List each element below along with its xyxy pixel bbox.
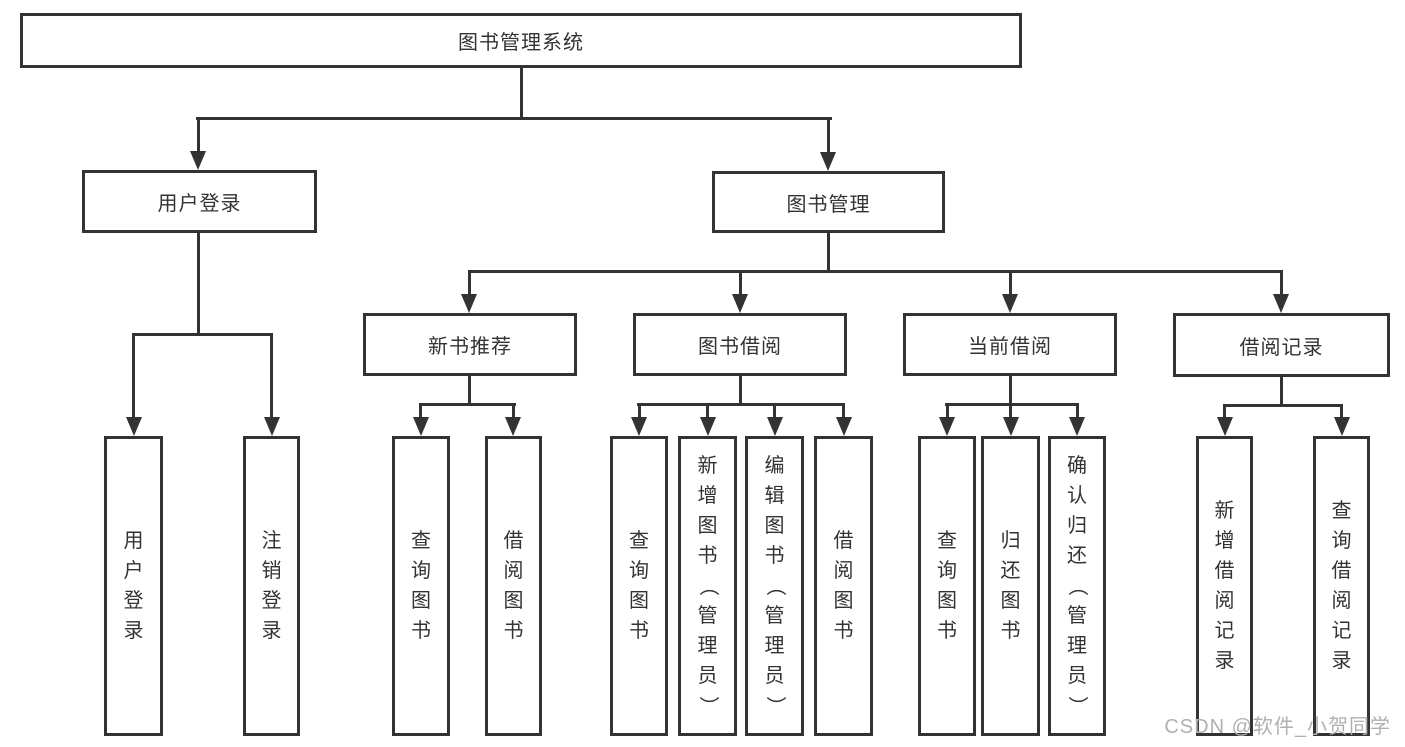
connector-line (512, 403, 515, 417)
connector-line (196, 117, 832, 120)
node-label: 用户登录 (123, 530, 144, 642)
connector-line (773, 403, 776, 417)
connector-line (842, 403, 845, 417)
node-label: 借阅图书 (503, 530, 524, 642)
node-current-borrow: 当前借阅 (903, 313, 1117, 376)
connector-line (468, 270, 471, 294)
arrow-down-icon (836, 417, 852, 436)
node-user-login: 用户登录 (82, 170, 317, 233)
connector-line (1009, 376, 1012, 405)
node-label: 查询借阅记录 (1331, 500, 1352, 672)
connector-line (739, 376, 742, 405)
leaf-recommend-query-books: 查询图书 (392, 436, 450, 736)
arrow-down-icon (700, 417, 716, 436)
arrow-down-icon (126, 417, 142, 436)
arrow-down-icon (732, 294, 748, 313)
arrow-down-icon (190, 151, 206, 170)
connector-line (270, 333, 273, 417)
node-label: 注销登录 (261, 530, 282, 642)
connector-line (1280, 377, 1283, 406)
node-book-borrow: 图书借阅 (633, 313, 847, 376)
connector-line (197, 233, 200, 336)
leaf-add-borrow-record: 新增借阅记录 (1196, 436, 1253, 736)
connector-line (827, 117, 830, 152)
arrow-down-icon (1334, 417, 1350, 436)
node-label: 查询图书 (629, 530, 649, 642)
arrow-down-icon (939, 417, 955, 436)
arrow-down-icon (505, 417, 521, 436)
leaf-return-books: 归还图书 (981, 436, 1040, 736)
node-label: 图书管理 (786, 193, 871, 216)
arrow-down-icon (1002, 294, 1018, 313)
node-label: 新增图书（管理员） (696, 455, 719, 716)
connector-line (520, 68, 523, 118)
connector-line (706, 403, 709, 417)
connector-line (739, 270, 742, 294)
leaf-edit-books-admin: 编辑图书（管理员） (745, 436, 804, 736)
connector-line (132, 333, 135, 417)
connector-line (1223, 404, 1343, 407)
arrow-down-icon (631, 417, 647, 436)
connector-line (945, 403, 1079, 406)
node-label: 用户登录 (157, 193, 242, 215)
node-label: 借阅记录 (1239, 336, 1324, 359)
node-borrow-records: 借阅记录 (1173, 313, 1390, 377)
leaf-recommend-borrow-books: 借阅图书 (485, 436, 542, 736)
node-label: 查询图书 (937, 530, 957, 642)
node-label: 归还图书 (1000, 530, 1021, 642)
connector-line (1076, 403, 1079, 417)
node-label: 当前借阅 (968, 336, 1052, 358)
connector-line (197, 117, 200, 151)
connector-line (1009, 403, 1012, 417)
arrow-down-icon (820, 152, 836, 171)
leaf-query-borrow-record: 查询借阅记录 (1313, 436, 1370, 736)
connector-line (827, 233, 830, 273)
connector-line (1340, 404, 1343, 417)
node-label: 新增借阅记录 (1214, 500, 1235, 672)
arrow-down-icon (767, 417, 783, 436)
arrow-down-icon (264, 417, 280, 436)
csdn-watermark: CSDN @软件_小贺同学 (1164, 716, 1391, 738)
leaf-current-query-books: 查询图书 (918, 436, 976, 736)
node-book-management: 图书管理 (712, 171, 945, 233)
node-label: 新书推荐 (428, 336, 512, 358)
connector-line (946, 403, 949, 417)
connector-line (419, 403, 422, 417)
node-library-management-system: 图书管理系统 (20, 13, 1022, 68)
connector-line (468, 376, 471, 405)
connector-line (419, 403, 516, 406)
node-label: 确认归还（管理员） (1066, 455, 1088, 716)
connector-line (1280, 270, 1283, 294)
arrow-down-icon (413, 417, 429, 436)
connector-line (1223, 404, 1226, 417)
leaf-logout-login: 注销登录 (243, 436, 300, 736)
node-label: 借阅图书 (833, 530, 854, 642)
connector-line (638, 403, 641, 417)
leaf-confirm-return-admin: 确认归还（管理员） (1048, 436, 1106, 736)
connector-line (1009, 270, 1012, 294)
leaf-add-books-admin: 新增图书（管理员） (678, 436, 737, 736)
leaf-borrow-borrow-books: 借阅图书 (814, 436, 873, 736)
connector-line (468, 270, 1283, 273)
arrow-down-icon (1273, 294, 1289, 313)
arrow-down-icon (1217, 417, 1233, 436)
arrow-down-icon (1003, 417, 1019, 436)
arrow-down-icon (1069, 417, 1085, 436)
connector-line (132, 333, 273, 336)
node-new-book-recommend: 新书推荐 (363, 313, 577, 376)
node-label: 图书借阅 (698, 336, 782, 358)
node-label: 查询图书 (411, 530, 431, 642)
leaf-user-login: 用户登录 (104, 436, 163, 736)
leaf-borrow-query-books: 查询图书 (610, 436, 668, 736)
node-label: 编辑图书（管理员） (763, 455, 786, 716)
arrow-down-icon (461, 294, 477, 313)
node-label: 图书管理系统 (458, 32, 584, 54)
connector-line (637, 403, 845, 406)
